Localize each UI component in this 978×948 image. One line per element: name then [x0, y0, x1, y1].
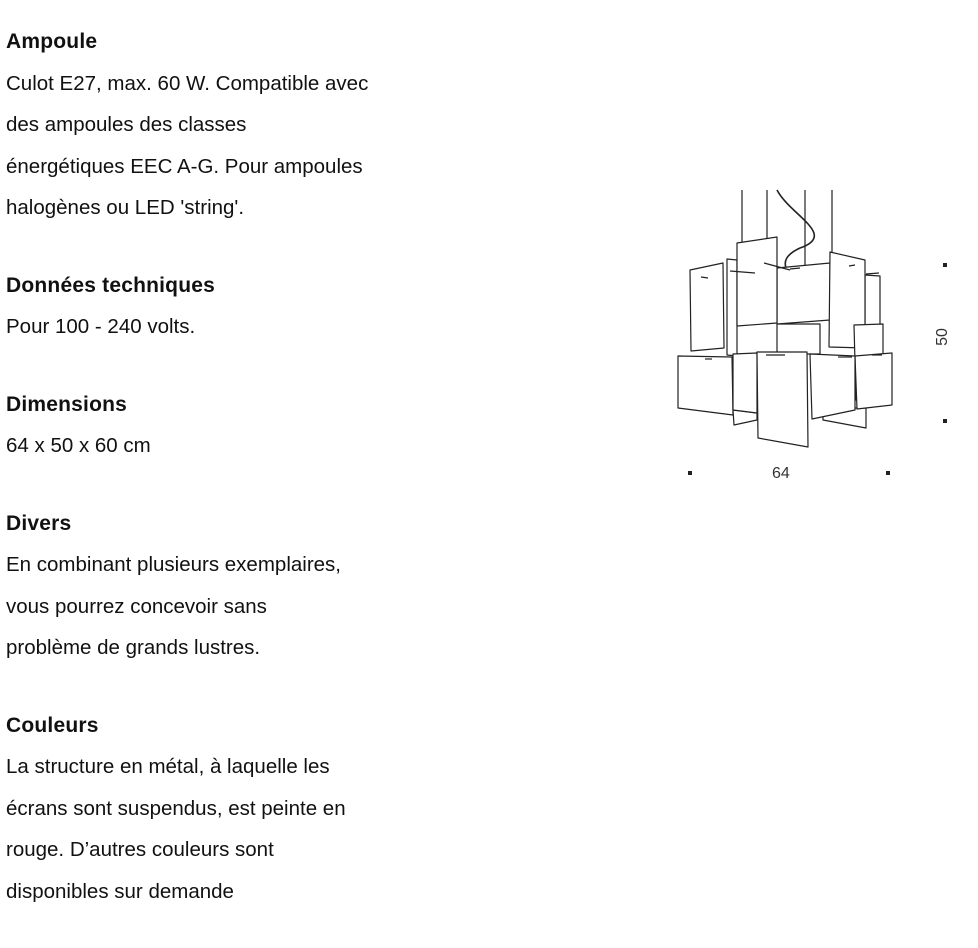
- spec-line: énergétiques EEC A-G. Pour ampoules: [6, 154, 363, 178]
- lamp-screens: [677, 236, 893, 448]
- spec-line: 64 x 50 x 60 cm: [6, 434, 151, 457]
- dimension-markers: [688, 263, 947, 475]
- power-cable: [776, 189, 816, 269]
- section-couleurs: Couleurs La structure en métal, à laquel…: [6, 705, 446, 913]
- section-ampoule: Ampoule Culot E27, max. 60 W. Compatible…: [6, 21, 446, 229]
- section-heading: Dimensions: [6, 392, 128, 416]
- section-heading: Couleurs: [6, 713, 99, 737]
- spec-line: Pour 100 - 240 volts.: [6, 315, 196, 338]
- width-dimension-label: 64: [772, 465, 790, 482]
- spec-line: problème de grands lustres.: [6, 636, 261, 659]
- section-heading: Divers: [6, 511, 72, 535]
- spec-line: écrans sont suspendus, est peinte en: [6, 796, 346, 820]
- spec-line: disponibles sur demande: [6, 879, 234, 903]
- lamp-technical-drawing: [677, 189, 947, 475]
- spec-line: des ampoules des classes: [6, 113, 247, 136]
- suspension-rods: [741, 190, 833, 265]
- section-divers: Divers En combinant plusieurs exemplaire…: [6, 503, 446, 669]
- section-heading: Données techniques: [6, 273, 215, 297]
- section-donnees-techniques: Données techniques Pour 100 - 240 volts.: [6, 265, 446, 348]
- screen-clips: [700, 262, 882, 360]
- section-heading: Ampoule: [6, 30, 98, 53]
- section-dimensions: Dimensions 64 x 50 x 60 cm: [6, 384, 446, 467]
- height-dimension-label: 50: [933, 328, 951, 346]
- spec-line: La structure en métal, à laquelle les: [6, 755, 330, 778]
- product-specs: Ampoule Culot E27, max. 60 W. Compatible…: [6, 21, 446, 948]
- spec-line: halogènes ou LED 'string'.: [6, 196, 245, 219]
- spec-line: rouge. D’autres couleurs sont: [6, 838, 274, 861]
- spec-line: vous pourrez concevoir sans: [6, 594, 267, 618]
- spec-line: En combinant plusieurs exemplaires,: [6, 553, 341, 576]
- spec-line: Culot E27, max. 60 W. Compatible avec: [6, 71, 369, 95]
